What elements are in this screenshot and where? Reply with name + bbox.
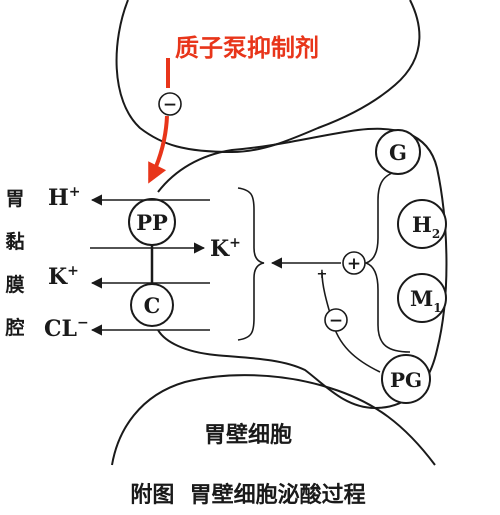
inner-brace [237, 187, 265, 341]
lumen-char-3: 膜 [4, 273, 24, 296]
pg-inhibition-end: + [317, 267, 328, 282]
chloride-channel-circle [130, 283, 174, 327]
inhibitor-sign: − [163, 95, 177, 115]
m1-receptor-label: M1 [410, 286, 442, 315]
inhibition-circle [324, 308, 348, 332]
upper-cell-outline [115, 0, 421, 154]
h2-receptor [397, 199, 447, 249]
parietal-cell-outline [157, 127, 448, 410]
gastrin-receptor [375, 129, 421, 175]
k-ion-label: K+ [48, 263, 79, 290]
pg-receptor [381, 354, 431, 404]
receptor-connector [363, 167, 411, 353]
stimulation-sign: + [347, 254, 361, 274]
inhibition-sign: − [329, 311, 343, 331]
cl-ion-label: CL− [44, 315, 89, 342]
h2-receptor-label: H2 [412, 212, 440, 241]
m1-receptor [397, 273, 447, 323]
chloride-channel-label: C [144, 293, 161, 318]
inhibitor-circle [158, 92, 182, 116]
gastrin-receptor-label: G [389, 140, 407, 165]
h-ion-label: H+ [48, 184, 81, 211]
lumen-char-4: 腔 [4, 316, 24, 339]
inhibitor-label: 质子泵抑制剂 [175, 34, 319, 62]
k-inner-label: K+ [210, 235, 241, 262]
figure-caption: 附图 胃壁细胞泌酸过程 [130, 482, 365, 508]
proton-pump-label: PP [136, 210, 168, 235]
pg-receptor-label: PG [390, 368, 422, 392]
cell-label: 胃壁细胞 [204, 422, 292, 448]
lumen-char-1: 胃 [5, 188, 24, 210]
lower-cell-outline [111, 374, 436, 466]
lumen-char-2: 黏 [5, 230, 24, 253]
stimulation-circle [342, 251, 366, 275]
inhibitor-arrow [150, 58, 170, 180]
